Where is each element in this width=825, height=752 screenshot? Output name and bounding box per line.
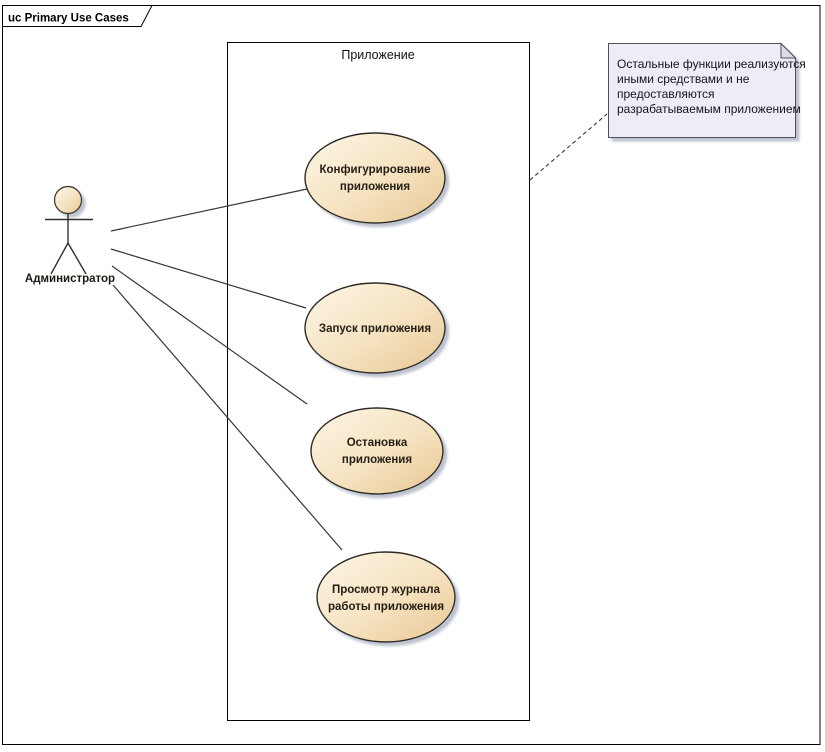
actor-administrator[interactable]: Администратор: [25, 185, 115, 286]
usecase-view-application-log[interactable]: Просмотр журнала работы приложения: [316, 551, 456, 643]
usecase-ellipse: [304, 282, 446, 374]
usecase-label-line: приложения: [342, 454, 412, 466]
association-admin-viewlog[interactable]: [112, 284, 343, 551]
usecase-ellipse: [310, 407, 444, 495]
note-attachment-link[interactable]: [529, 113, 608, 181]
note-text-line: предоставляются: [617, 87, 715, 101]
actor-label: Администратор: [25, 273, 115, 285]
association-admin-stop[interactable]: [111, 265, 308, 405]
association-admin-start[interactable]: [110, 248, 307, 309]
usecase-label-line: Запуск приложения: [319, 323, 431, 335]
usecase-start-application[interactable]: Запуск приложения: [304, 282, 446, 374]
association-admin-configure[interactable]: [110, 188, 308, 232]
usecase-label-line: Остановка: [347, 437, 408, 449]
note-text-line: иными средствами и не: [617, 72, 750, 86]
note-text-line: разрабатываемым приложением: [617, 102, 801, 116]
usecase-configure-application[interactable]: Конфигурирование приложения: [304, 132, 446, 224]
actor-body: [45, 213, 93, 275]
diagram-frame: [2, 5, 821, 745]
note-other-functions[interactable]: Остальные функции реализуются иными сред…: [608, 42, 806, 138]
note-fold-corner-icon: [780, 42, 797, 59]
note-shape: [608, 43, 796, 138]
note-text-line: Остальные функции реализуются: [617, 57, 806, 71]
frame-tab: [2, 5, 153, 27]
usecase-stop-application[interactable]: Остановка приложения: [310, 407, 444, 495]
system-boundary-title: Приложение: [341, 48, 414, 62]
frame-title: uc Primary Use Cases: [8, 13, 129, 25]
usecase-ellipse: [304, 132, 446, 224]
usecase-ellipse: [316, 551, 456, 643]
actor-head: [53, 185, 83, 215]
usecase-label-line: Конфигурирование: [319, 164, 430, 176]
usecase-label-line: приложения: [340, 181, 410, 193]
usecase-label-line: работы приложения: [328, 601, 444, 613]
usecase-label-line: Просмотр журнала: [332, 584, 441, 596]
